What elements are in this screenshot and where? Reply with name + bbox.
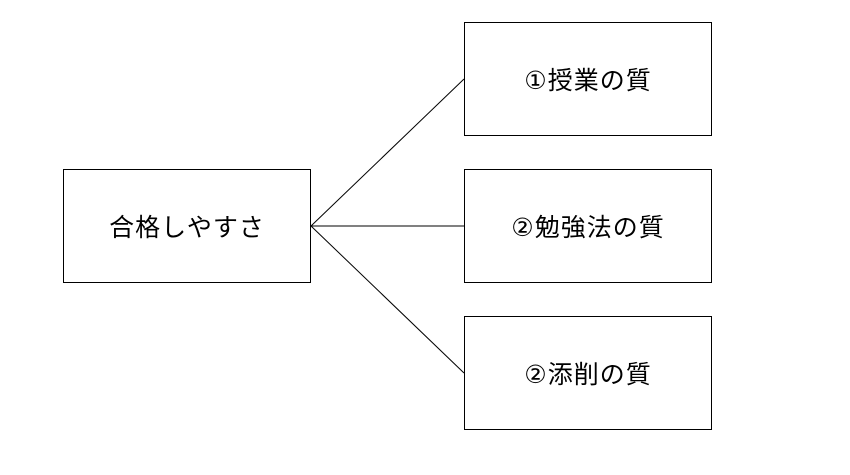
connector-line-3 xyxy=(310,225,465,374)
child-node-correction-quality: ②添削の質 xyxy=(464,316,712,430)
connector-line-1 xyxy=(310,78,465,227)
root-node: 合格しやすさ xyxy=(63,169,311,283)
child-node-label: ②勉強法の質 xyxy=(511,213,665,242)
child-node-label: ①授業の質 xyxy=(524,66,652,95)
root-node-label: 合格しやすさ xyxy=(109,213,265,242)
child-node-lesson-quality: ①授業の質 xyxy=(464,22,712,136)
child-node-study-method-quality: ②勉強法の質 xyxy=(464,169,712,283)
child-node-label: ②添削の質 xyxy=(524,360,652,389)
